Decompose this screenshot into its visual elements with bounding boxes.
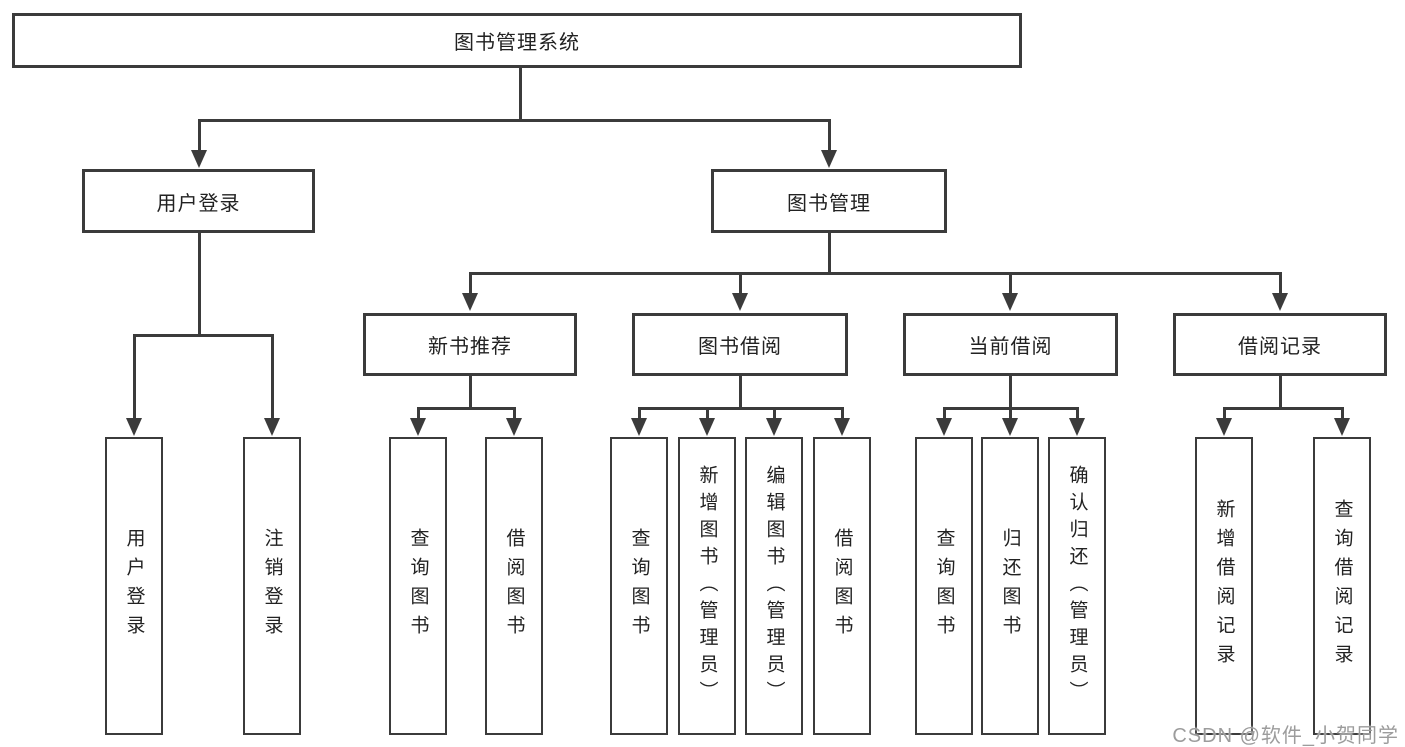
- arrow-down-icon: [834, 418, 850, 436]
- node-label: 归还图书: [999, 528, 1021, 644]
- node-new-book-recommend: 新书推荐: [363, 313, 577, 376]
- node-book-management-branch: 图书管理: [711, 169, 947, 233]
- connector-root-stem: [518, 68, 522, 120]
- node-borrow-books-2: 借阅图书: [813, 437, 871, 735]
- connector-login-shaft: [197, 118, 201, 153]
- connector-leaf-shaft: [942, 406, 946, 420]
- node-label: 图书管理系统: [454, 32, 580, 54]
- connector-sec3-shaft: [1008, 271, 1012, 296]
- arrow-down-icon: [1216, 418, 1232, 436]
- connector-sec1-shaft: [468, 271, 472, 296]
- connector-leaf-shaft: [1075, 406, 1079, 420]
- node-logout-leaf: 注销登录: [243, 437, 301, 735]
- arrow-down-icon: [1272, 293, 1288, 311]
- connector-level3-rail: [468, 271, 1282, 275]
- arrow-down-icon: [732, 293, 748, 311]
- node-borrowing-records: 借阅记录: [1173, 313, 1387, 376]
- node-user-login-leaf: 用户登录: [105, 437, 163, 735]
- csdn-watermark: CSDN @软件_小贺同学: [1172, 725, 1399, 747]
- node-label: 用户登录: [156, 192, 241, 215]
- node-library-management-system: 图书管理系统: [12, 13, 1022, 68]
- arrow-down-icon: [126, 418, 142, 436]
- node-query-books-3: 查询图书: [915, 437, 973, 735]
- arrow-down-icon: [1069, 418, 1085, 436]
- node-label: 图书借阅: [698, 336, 782, 358]
- node-label: 图书管理: [787, 192, 871, 215]
- node-label: 借阅记录: [1238, 336, 1322, 358]
- connector-login-leaf2-shaft: [270, 333, 274, 418]
- node-query-books-2: 查询图书: [610, 437, 668, 735]
- node-query-books-1: 查询图书: [389, 437, 447, 735]
- arrow-down-icon: [821, 150, 837, 168]
- arrow-down-icon: [1002, 293, 1018, 311]
- connector-leaf-shaft: [512, 406, 516, 420]
- node-query-borrow-record: 查询借阅记录: [1313, 437, 1371, 735]
- node-book-borrowing: 图书借阅: [632, 313, 848, 376]
- arrow-down-icon: [1334, 418, 1350, 436]
- arrow-down-icon: [631, 418, 647, 436]
- node-add-borrow-record: 新增借阅记录: [1195, 437, 1253, 735]
- connector-sec2-shaft: [738, 271, 742, 296]
- node-label: 新增借阅记录: [1213, 499, 1235, 673]
- node-label: 新增图书（管理员）: [696, 464, 718, 708]
- connector-leaf-shaft: [637, 406, 641, 420]
- connector-leaf-shaft: [705, 406, 709, 420]
- connector-sec3-stem: [1009, 376, 1012, 408]
- node-label: 借阅图书: [503, 528, 525, 644]
- connector-leaf-shaft: [840, 406, 844, 420]
- node-label: 借阅图书: [831, 528, 853, 644]
- arrow-down-icon: [191, 150, 207, 168]
- connector-level2-rail: [197, 118, 831, 122]
- connector-leaf-shaft: [1008, 406, 1012, 420]
- node-label: 查询图书: [933, 528, 955, 644]
- arrow-down-icon: [410, 418, 426, 436]
- connector-mgmt-stem: [827, 233, 831, 274]
- connector-leaf-shaft: [416, 406, 420, 420]
- node-label: 确认归还（管理员）: [1066, 464, 1088, 708]
- arrow-down-icon: [506, 418, 522, 436]
- node-label: 编辑图书（管理员）: [763, 464, 785, 708]
- connector-leaf-shaft: [1340, 406, 1344, 420]
- node-label: 新书推荐: [428, 336, 512, 358]
- connector-sec2-rail: [637, 406, 844, 410]
- node-add-books-admin: 新增图书（管理员）: [678, 437, 736, 735]
- node-confirm-return-admin: 确认归还（管理员）: [1048, 437, 1106, 735]
- arrow-down-icon: [462, 293, 478, 311]
- node-user-login-branch: 用户登录: [82, 169, 315, 233]
- node-label: 查询借阅记录: [1331, 499, 1353, 673]
- node-label: 用户登录: [123, 528, 145, 644]
- connector-sec1-rail: [416, 406, 516, 410]
- node-label: 查询图书: [628, 528, 650, 644]
- connector-leaf-shaft: [1222, 406, 1226, 420]
- connector-sec4-shaft: [1278, 271, 1282, 296]
- node-label: 注销登录: [261, 528, 283, 644]
- node-label: 当前借阅: [968, 336, 1053, 358]
- node-edit-books-admin: 编辑图书（管理员）: [745, 437, 803, 735]
- connector-mgmt-shaft: [827, 118, 831, 153]
- node-borrow-books-1: 借阅图书: [485, 437, 543, 735]
- connector-sec2-stem: [738, 376, 742, 408]
- node-label: 查询图书: [407, 528, 429, 644]
- connector-sec4-stem: [1278, 376, 1282, 408]
- connector-sec4-rail: [1222, 406, 1344, 410]
- node-current-borrowing: 当前借阅: [903, 313, 1118, 376]
- arrow-down-icon: [766, 418, 782, 436]
- arrow-down-icon: [1002, 418, 1018, 436]
- arrow-down-icon: [936, 418, 952, 436]
- arrow-down-icon: [699, 418, 715, 436]
- arrow-down-icon: [264, 418, 280, 436]
- connector-sec1-stem: [468, 376, 472, 408]
- connector-login-rail: [132, 333, 274, 337]
- connector-leaf-shaft: [772, 406, 776, 420]
- connector-login-stem: [197, 233, 201, 334]
- node-return-books: 归还图书: [981, 437, 1039, 735]
- connector-login-leaf1-shaft: [132, 333, 136, 418]
